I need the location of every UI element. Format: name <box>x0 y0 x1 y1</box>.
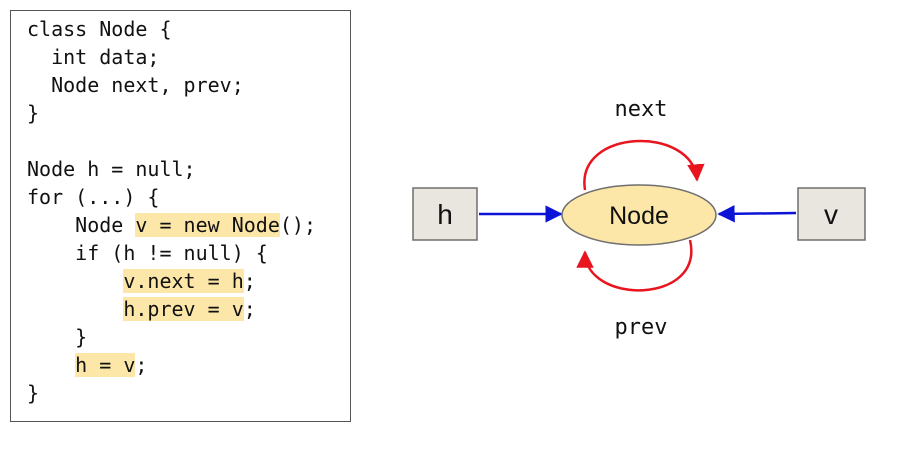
code-line: } <box>27 99 39 127</box>
code-line: for (...) { <box>27 183 159 211</box>
code-text: int data; <box>27 45 160 69</box>
v-variable-box <box>797 187 866 241</box>
code-text: Node h = null; <box>27 157 196 181</box>
h-variable-label: h <box>437 199 453 230</box>
highlighted-code: v = new Node <box>135 213 280 237</box>
code-line: Node next, prev; <box>27 71 244 99</box>
code-line: Node v = new Node(); <box>27 211 316 239</box>
node-ellipse <box>561 184 717 246</box>
code-text: ; <box>243 297 256 321</box>
code-text: Node next, prev; <box>27 73 244 97</box>
v-variable-label: v <box>824 199 838 230</box>
code-text: } <box>27 381 40 405</box>
next-label: next <box>615 97 668 122</box>
code-text: Node <box>27 213 136 237</box>
code-text: if (h != null) { <box>27 241 268 265</box>
highlighted-code: h = v <box>75 353 136 377</box>
code-text: (); <box>279 213 316 237</box>
code-line: v.next = h; <box>27 267 256 295</box>
code-text: } <box>27 101 40 125</box>
prev-self-loop-arrow <box>576 239 693 292</box>
code-line: class Node { <box>27 15 172 43</box>
code-line: if (h != null) { <box>27 239 268 267</box>
h-variable-box <box>412 187 478 241</box>
code-text: ; <box>135 353 148 377</box>
highlighted-code: v.next = h <box>123 269 244 293</box>
code-text: ; <box>243 269 256 293</box>
highlighted-code: h.prev = v <box>123 297 244 321</box>
next-self-loop-arrow <box>583 139 705 191</box>
code-panel: class Node { int data; Node next, prev;}… <box>10 10 351 422</box>
code-line: h.prev = v; <box>27 295 256 323</box>
prev-label: prev <box>615 315 668 340</box>
node-label: Node <box>609 202 669 230</box>
code-line: h = v; <box>27 351 147 379</box>
code-text: } <box>27 325 88 349</box>
code-line: int data; <box>27 43 159 71</box>
code-line: Node h = null; <box>27 155 196 183</box>
code-text: for (...) { <box>27 185 160 209</box>
code-text: class Node { <box>27 17 172 41</box>
v-pointer-arrow <box>717 205 797 223</box>
code-line: } <box>27 323 87 351</box>
code-line: } <box>27 379 39 407</box>
